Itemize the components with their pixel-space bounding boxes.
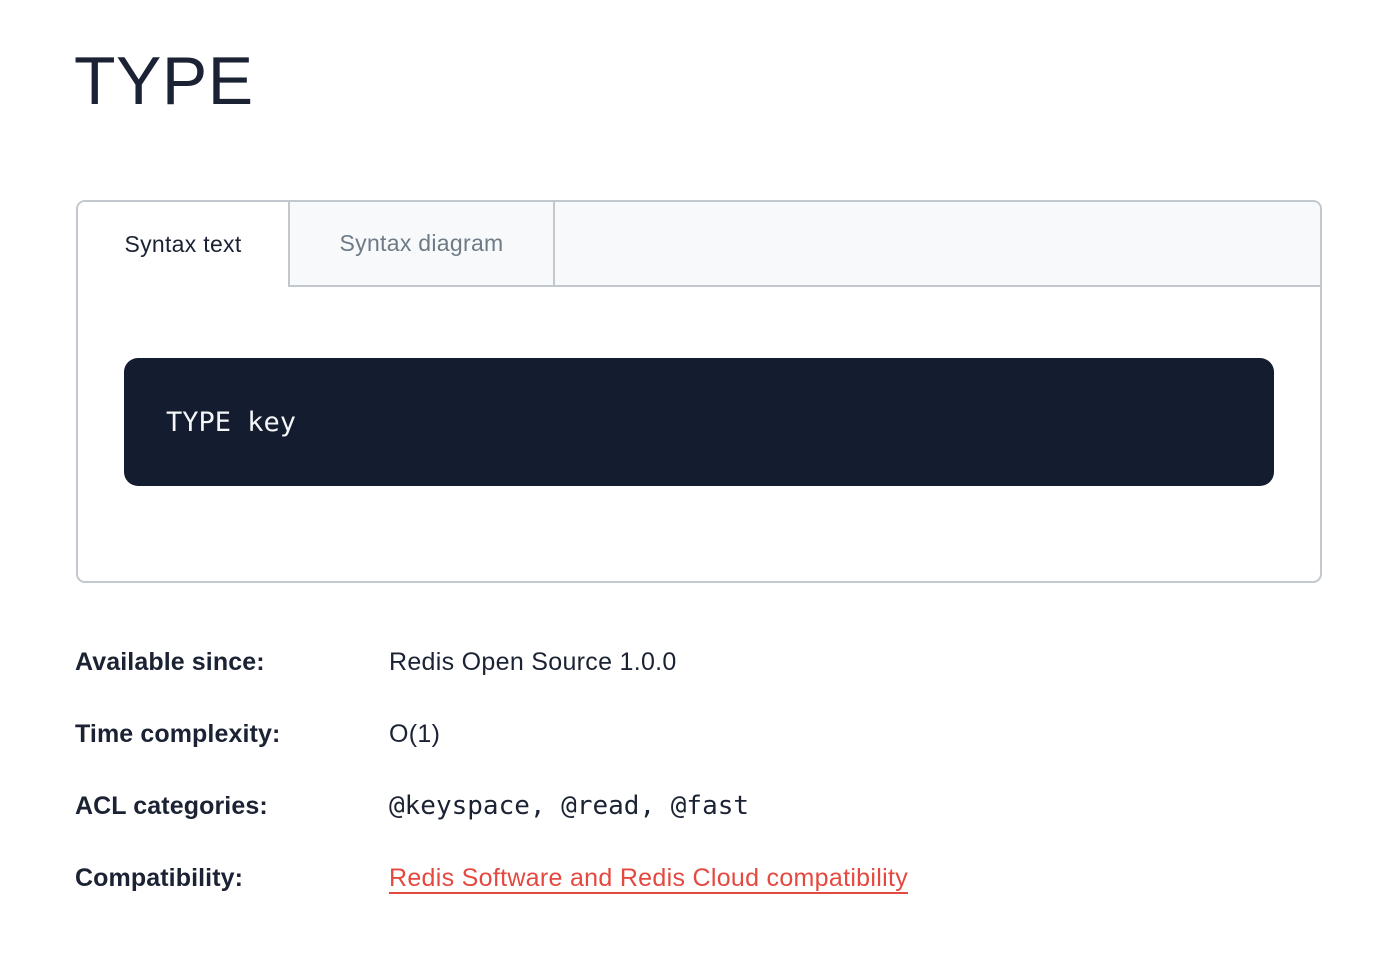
- meta-label-acl-categories: ACL categories:: [75, 792, 268, 820]
- syntax-code-block: TYPE key: [124, 358, 1274, 486]
- tabbar-filler: [555, 202, 1320, 287]
- meta-value-available-since: Redis Open Source 1.0.0: [389, 648, 677, 676]
- meta-label-compatibility: Compatibility:: [75, 864, 244, 892]
- tab-syntax-diagram-label: Syntax diagram: [339, 230, 504, 256]
- syntax-code-text: TYPE key: [166, 406, 297, 438]
- syntax-tabbar: Syntax text Syntax diagram: [78, 202, 1320, 287]
- meta-row-compatibility: Compatibility: Redis Software and Redis …: [75, 862, 1315, 894]
- compatibility-link[interactable]: Redis Software and Redis Cloud compatibi…: [389, 864, 908, 892]
- page-title: TYPE: [74, 43, 254, 119]
- meta-label-available-since: Available since:: [75, 648, 265, 676]
- meta-label-time-complexity: Time complexity:: [75, 720, 281, 748]
- command-metadata: Available since: Redis Open Source 1.0.0…: [75, 646, 1315, 934]
- tab-syntax-diagram[interactable]: Syntax diagram: [290, 202, 555, 287]
- tab-syntax-text-label: Syntax text: [124, 231, 242, 257]
- meta-row-available-since: Available since: Redis Open Source 1.0.0: [75, 646, 1315, 678]
- syntax-tab-content: TYPE key: [78, 287, 1320, 486]
- meta-row-acl-categories: ACL categories: @keyspace, @read, @fast: [75, 790, 1315, 822]
- meta-row-time-complexity: Time complexity: O(1): [75, 718, 1315, 750]
- tab-syntax-text[interactable]: Syntax text: [78, 202, 290, 287]
- syntax-panel: Syntax text Syntax diagram TYPE key: [76, 200, 1322, 583]
- meta-value-time-complexity: O(1): [389, 720, 441, 748]
- meta-value-acl-categories: @keyspace, @read, @fast: [389, 791, 750, 821]
